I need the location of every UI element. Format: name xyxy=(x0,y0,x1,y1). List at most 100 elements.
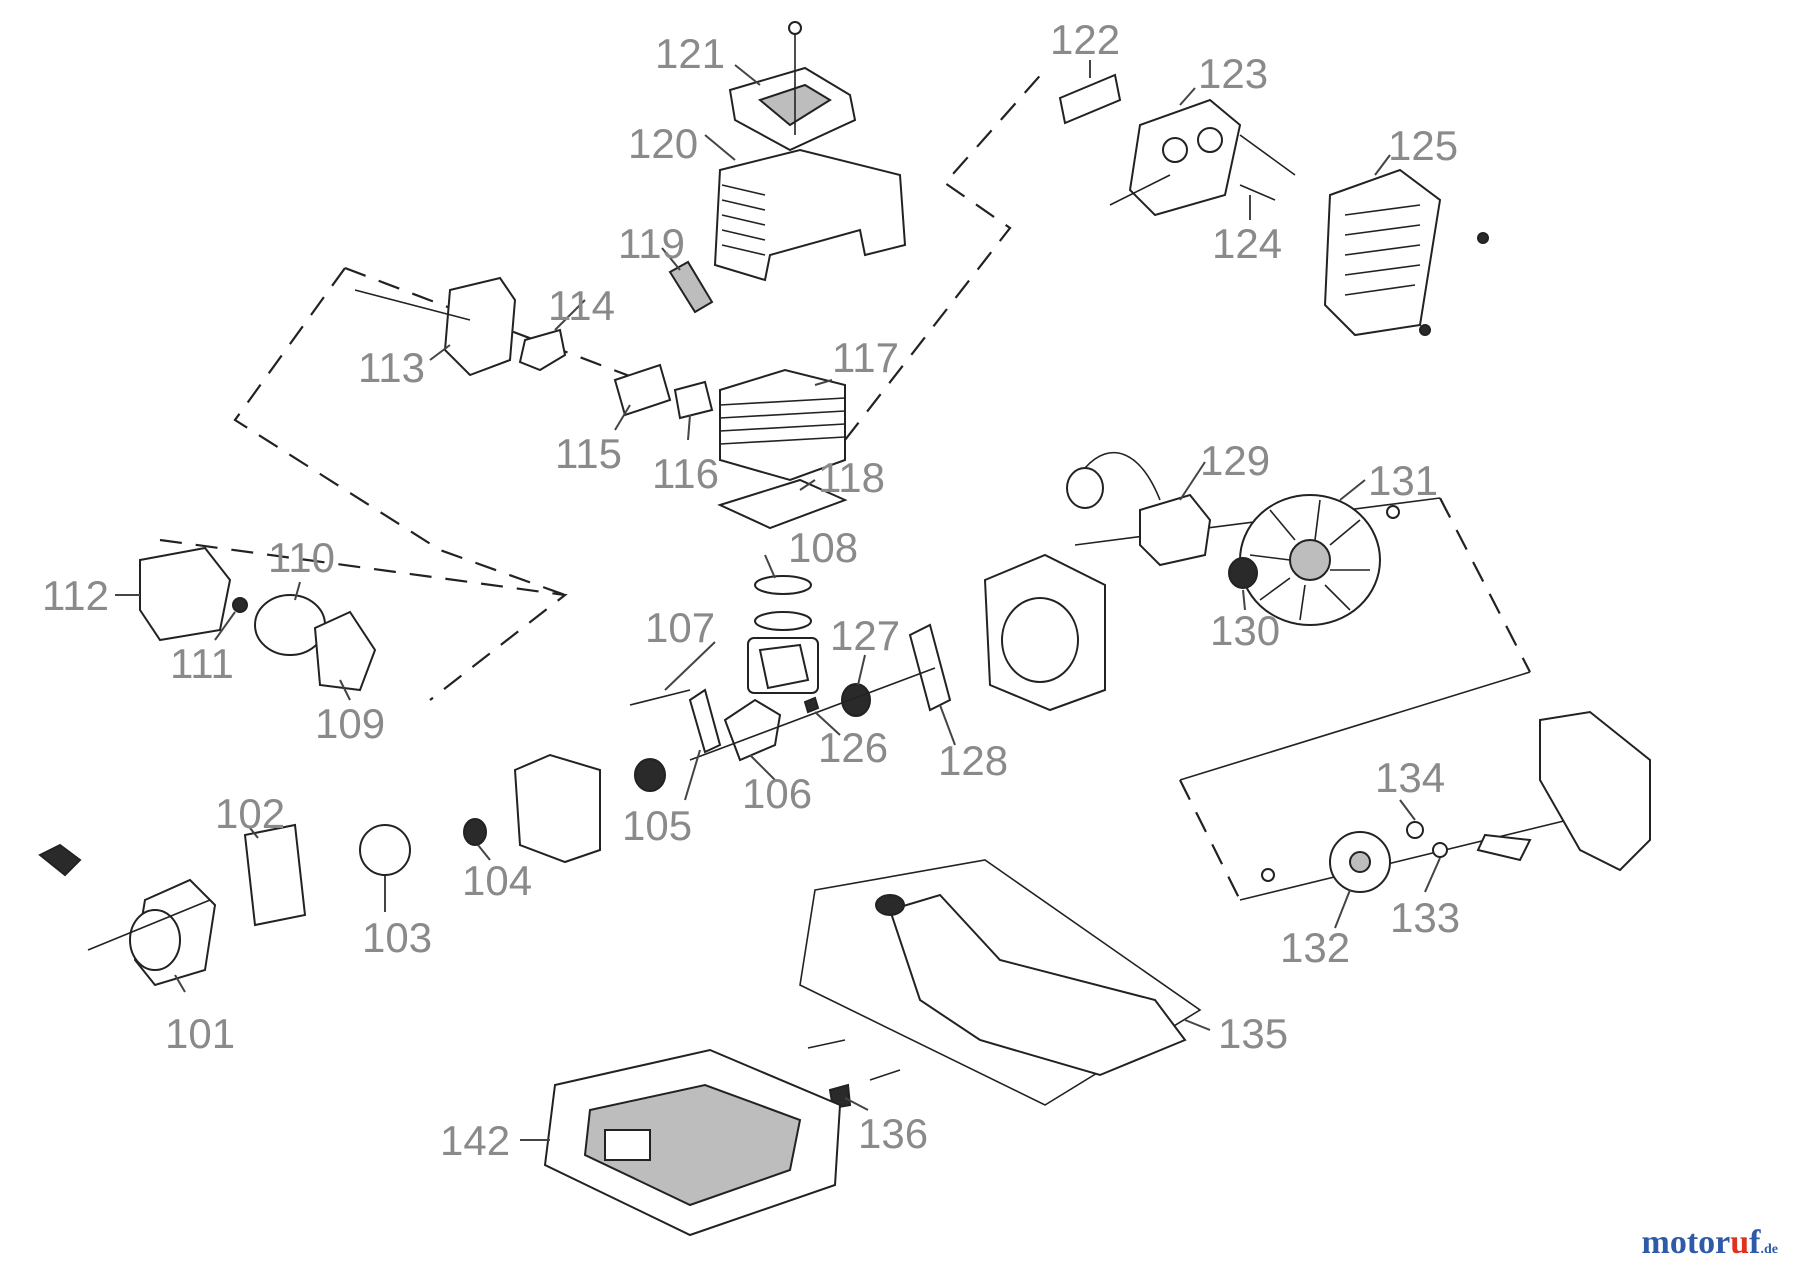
boundary-intake xyxy=(233,267,566,597)
muffler-bolt xyxy=(1239,184,1276,201)
leader-107 xyxy=(664,641,716,691)
label-133: 133 xyxy=(1390,894,1460,941)
intake-insulator xyxy=(613,363,672,417)
watermark-accent: u xyxy=(1730,1224,1750,1261)
label-109: 109 xyxy=(315,700,385,747)
label-135: 135 xyxy=(1218,1010,1288,1057)
watermark-rest: f xyxy=(1749,1224,1761,1261)
leader-101 xyxy=(174,974,186,993)
label-120: 120 xyxy=(628,120,698,167)
clutch-assembly xyxy=(1261,821,1448,893)
crank-bearing-left xyxy=(463,818,487,846)
leader-136 xyxy=(844,1097,869,1111)
label-124: 124 xyxy=(1212,220,1282,267)
label-106: 106 xyxy=(742,770,812,817)
leader-117 xyxy=(814,379,833,386)
leader-120 xyxy=(704,134,736,161)
label-130: 130 xyxy=(1210,607,1280,654)
label-132: 132 xyxy=(1280,924,1350,971)
woodruff-key xyxy=(803,696,820,714)
label-134: 134 xyxy=(1375,754,1445,801)
leader-104 xyxy=(477,844,491,861)
label-114: 114 xyxy=(548,282,615,329)
flywheel-bearing xyxy=(1228,557,1258,589)
leader-105 xyxy=(684,749,701,801)
flywheel xyxy=(1239,494,1400,626)
label-111: 111 xyxy=(170,640,234,687)
leader-109 xyxy=(339,679,351,701)
brand-watermark: motoruf.de xyxy=(1642,1224,1779,1262)
clutch-shoe xyxy=(1476,833,1532,862)
label-107: 107 xyxy=(645,604,715,651)
ignition-coil xyxy=(1066,451,1212,567)
crankcase-left xyxy=(513,753,601,864)
leader-125 xyxy=(1374,154,1391,176)
crank-bearing-main xyxy=(634,758,666,792)
cylinder-cover-top xyxy=(728,21,857,152)
leader-119 xyxy=(661,247,681,271)
leader-123 xyxy=(1179,87,1196,106)
crank-bearing-right xyxy=(841,683,871,717)
label-116: 116 xyxy=(652,450,719,497)
carburetor xyxy=(354,276,517,377)
connecting-rod xyxy=(688,688,722,754)
piston xyxy=(747,637,819,694)
part-labels: 121 120 122 123 125 124 119 114 113 117 … xyxy=(42,16,1460,1164)
label-108: 108 xyxy=(788,524,858,571)
label-113: 113 xyxy=(358,344,425,391)
leader-131 xyxy=(1339,479,1366,501)
oil-seal-plate xyxy=(908,623,952,712)
leader-133 xyxy=(1424,857,1441,893)
label-112: 112 xyxy=(42,572,109,619)
leader-118 xyxy=(799,479,816,491)
leader-126 xyxy=(814,711,841,736)
label-123: 123 xyxy=(1198,50,1268,97)
piston-ring-lower xyxy=(754,611,812,631)
label-105: 105 xyxy=(622,802,692,849)
fan-housing xyxy=(1539,710,1651,872)
carburetor-gasket xyxy=(518,328,567,372)
label-104: 104 xyxy=(462,857,532,904)
label-128: 128 xyxy=(938,737,1008,784)
spark-plug xyxy=(668,260,714,314)
air-filter-element xyxy=(254,594,326,656)
leader-121 xyxy=(734,64,761,86)
crankcase-bore xyxy=(1001,597,1079,683)
label-110: 110 xyxy=(268,534,335,581)
choke-lever xyxy=(232,597,248,613)
cylinder xyxy=(719,368,846,482)
label-126: 126 xyxy=(818,724,888,771)
leader-113 xyxy=(429,344,451,361)
starter-pulley xyxy=(359,824,411,876)
leader-111 xyxy=(214,611,236,641)
leader-102 xyxy=(249,827,259,839)
insulator-gasket xyxy=(673,380,714,420)
boundary-clutch xyxy=(1179,779,1241,901)
label-102: 102 xyxy=(215,790,285,837)
leader-116 xyxy=(687,414,691,441)
label-142: 142 xyxy=(440,1117,510,1164)
leader-130 xyxy=(1242,589,1246,611)
label-119: 119 xyxy=(618,220,685,267)
leader-106 xyxy=(749,754,776,781)
label-131: 131 xyxy=(1368,457,1438,504)
label-122: 122 xyxy=(1050,16,1120,63)
air-filter-base xyxy=(313,610,377,692)
label-129: 129 xyxy=(1200,437,1270,484)
parts-artwork xyxy=(38,21,1651,1237)
boundary-clutch-top xyxy=(1179,671,1531,781)
leader-127 xyxy=(857,654,866,686)
leader-134 xyxy=(1399,799,1416,821)
label-118: 118 xyxy=(818,454,885,501)
leader-132 xyxy=(1334,889,1351,929)
base-frame xyxy=(543,1048,842,1237)
leader-108 xyxy=(764,554,776,579)
leader-128 xyxy=(939,704,956,746)
label-121: 121 xyxy=(655,30,725,77)
fuel-tank xyxy=(799,859,1202,1106)
recoil-starter xyxy=(38,843,217,987)
label-136: 136 xyxy=(858,1110,928,1157)
muffler-gasket xyxy=(1058,73,1122,125)
label-117: 117 xyxy=(832,334,899,381)
